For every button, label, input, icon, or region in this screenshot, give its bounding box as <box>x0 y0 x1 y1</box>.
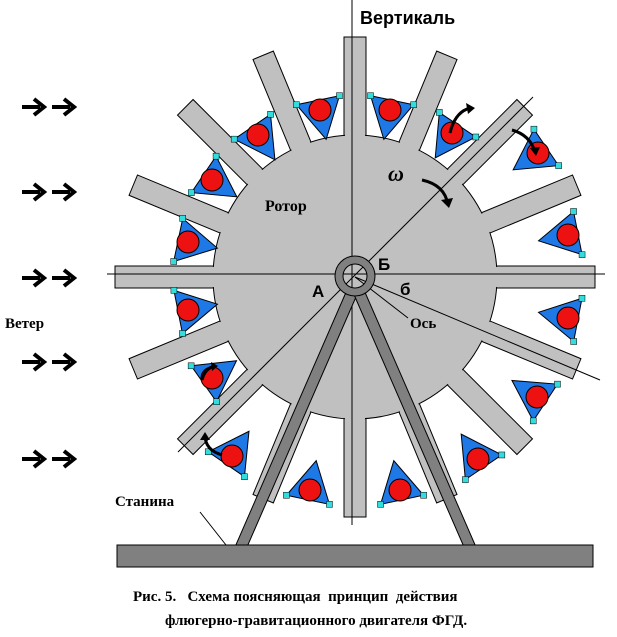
spoke-root <box>288 134 365 281</box>
hinge-point <box>293 101 300 108</box>
hinge-point <box>472 133 480 141</box>
hinge-point <box>326 501 333 508</box>
weight-ball <box>298 478 322 502</box>
hinge-point <box>188 189 195 196</box>
label-vertical: Вертикаль <box>360 8 455 28</box>
weight-ball <box>308 98 332 122</box>
wind-arrow <box>22 352 48 372</box>
hinge-point <box>555 162 562 169</box>
weight-ball <box>556 223 580 247</box>
wind-arrow <box>22 97 48 117</box>
wind-arrows <box>22 97 78 469</box>
caption-line-2: флюгерно-гравитационного двигателя ФГД. <box>165 613 467 629</box>
label-a: А <box>312 282 324 301</box>
label-b-upper: Б <box>378 255 390 274</box>
spoke-root <box>241 163 363 285</box>
rotation-arrow-head <box>441 198 453 208</box>
spoke-root <box>347 269 469 391</box>
hinge-point <box>529 417 537 425</box>
hinge-point <box>212 152 220 160</box>
spoke-root <box>241 269 363 391</box>
weight-ball <box>220 444 244 468</box>
hinge-point <box>204 448 212 456</box>
blade-turn-arrow-head <box>211 362 218 371</box>
wind-arrow <box>52 268 78 288</box>
label-wind: Ветер <box>5 316 44 332</box>
hinge-point <box>230 135 238 143</box>
hinge-point <box>420 491 427 499</box>
hinge-point <box>578 251 586 258</box>
hinge-point <box>179 215 186 222</box>
spoke-root <box>345 134 422 281</box>
hinge-point <box>554 380 561 388</box>
hinge-point <box>283 491 290 499</box>
hinge-point <box>170 258 177 265</box>
weight-ball <box>526 141 550 165</box>
hinge-point <box>410 101 417 108</box>
wind-arrow <box>52 352 78 372</box>
hinge-point <box>530 125 538 133</box>
frame-base <box>116 544 594 568</box>
axle-ring <box>335 256 375 296</box>
weight-ball <box>388 478 412 502</box>
wind-arrow <box>22 449 48 469</box>
wind-arrow <box>22 268 48 288</box>
hinge-point <box>377 501 384 508</box>
hinge-point <box>179 330 186 337</box>
label-axis: Ось <box>410 316 436 332</box>
blade-turn-arrows <box>200 103 540 457</box>
weight-ball <box>176 298 200 322</box>
hinge-point <box>578 295 586 302</box>
weight-ball <box>525 385 549 409</box>
hinge-point <box>267 111 274 118</box>
weight-ball <box>246 123 270 147</box>
weight-ball <box>440 121 464 145</box>
spoke-root <box>347 163 469 285</box>
hinge-point <box>570 208 577 215</box>
frame-leader <box>199 511 227 546</box>
line-b <box>354 276 601 381</box>
weight-ball <box>466 447 490 471</box>
blade-turn-arrow-head <box>530 147 540 156</box>
blade-turn-arrow-head <box>200 432 210 440</box>
weight-ball <box>200 168 224 192</box>
hinge-point <box>336 92 343 99</box>
caption-line-1: Рис. 5. Схема поясняющая принцип действи… <box>133 589 458 605</box>
hinge-point <box>367 92 374 99</box>
hinge-point <box>570 338 577 345</box>
label-b-lower: б <box>400 280 411 299</box>
hinge-point <box>170 287 178 294</box>
hinge-point <box>187 362 195 370</box>
hinge-point <box>498 451 506 459</box>
label-omega: ω <box>388 161 404 186</box>
weight-ball <box>378 98 402 122</box>
wind-arrow <box>52 182 78 202</box>
weight-ball <box>556 306 580 330</box>
label-rotor: Ротор <box>265 198 307 215</box>
wind-arrow <box>52 449 78 469</box>
diagonal-line <box>177 96 534 453</box>
hinge-point <box>213 398 220 405</box>
hinge-point <box>462 476 469 483</box>
hinge-point <box>436 109 443 116</box>
weight-ball <box>176 230 200 254</box>
hinge-point <box>241 473 248 480</box>
spoke-root <box>212 210 359 287</box>
blade-turn-arrow-head <box>466 103 475 114</box>
wind-arrow <box>52 97 78 117</box>
wind-arrow <box>22 182 48 202</box>
label-frame: Станина <box>115 494 175 510</box>
